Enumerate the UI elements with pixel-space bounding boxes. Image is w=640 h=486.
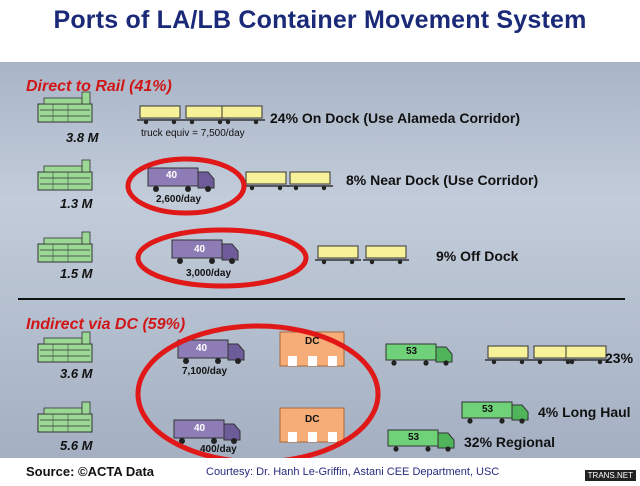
distribution-center-label: DC xyxy=(305,336,320,347)
volume-label: 3.6 M xyxy=(60,366,93,381)
truck-icon xyxy=(177,339,245,365)
volume-label: 1.5 M xyxy=(60,266,93,281)
railcar-icon xyxy=(242,171,290,191)
volume-label: 3.8 M xyxy=(66,130,99,145)
truck-number: 53 xyxy=(406,346,418,357)
truck-icon xyxy=(173,419,241,445)
daily-rate: 400/day xyxy=(200,444,237,455)
highlight-ring xyxy=(135,323,381,465)
ship-icon xyxy=(37,231,93,263)
ship-icon xyxy=(37,159,93,191)
truck-number: 40 xyxy=(166,170,178,181)
railcar-icon xyxy=(218,105,266,125)
truck-number: 40 xyxy=(194,423,206,434)
truck-icon xyxy=(147,167,215,193)
distribution-center-label: DC xyxy=(305,414,320,425)
flow-label: 8% Near Dock (Use Corridor) xyxy=(346,172,539,188)
daily-rate: 3,000/day xyxy=(186,268,232,279)
daily-rate: 2,600/day xyxy=(156,194,202,205)
railcar-icon xyxy=(484,345,532,365)
watermark: TRANS.NET xyxy=(584,470,636,481)
railcar-icon xyxy=(314,245,362,265)
flow-label: 24% On Dock (Use Alameda Corridor) xyxy=(270,110,520,126)
volume-label: 5.6 M xyxy=(60,438,93,453)
truck-icon xyxy=(461,401,529,425)
courtesy-credit: Courtesy: Dr. Hanh Le-Griffin, Astani CE… xyxy=(206,466,500,478)
page-title: Ports of LA/LB Container Movement System xyxy=(53,6,587,34)
section-indirect-via-dc: Indirect via DC (59%) xyxy=(26,316,186,333)
truck-icon xyxy=(387,429,455,453)
truck-number: 53 xyxy=(408,432,420,443)
highlight-ring xyxy=(125,156,247,216)
ship-icon xyxy=(37,331,93,363)
railcar-icon xyxy=(286,171,334,191)
flow-label: 23% xyxy=(605,350,634,366)
ship-icon xyxy=(37,401,93,433)
source-credit: Source: ©ACTA Data xyxy=(26,464,155,479)
ship-icon xyxy=(37,91,93,123)
section-direct-to-rail: Direct to Rail (41%) xyxy=(26,78,172,95)
flow-label: 4% Long Haul xyxy=(538,404,631,420)
truck-number: 53 xyxy=(482,404,494,415)
flow-label: 9% Off Dock xyxy=(436,248,519,264)
truck-number: 40 xyxy=(196,343,208,354)
truck-number: 40 xyxy=(194,244,206,255)
footer: Source: ©ACTA Data Courtesy: Dr. Hanh Le… xyxy=(0,458,640,486)
volume-label: 1.3 M xyxy=(60,196,93,211)
truck-equivalent-note: truck equiv = 7,500/day xyxy=(141,128,245,139)
flow-label: 32% Regional xyxy=(464,434,556,450)
railcar-icon xyxy=(362,245,410,265)
railcar-icon xyxy=(562,345,610,365)
highlight-ring xyxy=(135,227,309,289)
daily-rate: 7,100/day xyxy=(182,366,228,377)
truck-icon xyxy=(385,343,453,367)
railcar-icon xyxy=(136,105,184,125)
